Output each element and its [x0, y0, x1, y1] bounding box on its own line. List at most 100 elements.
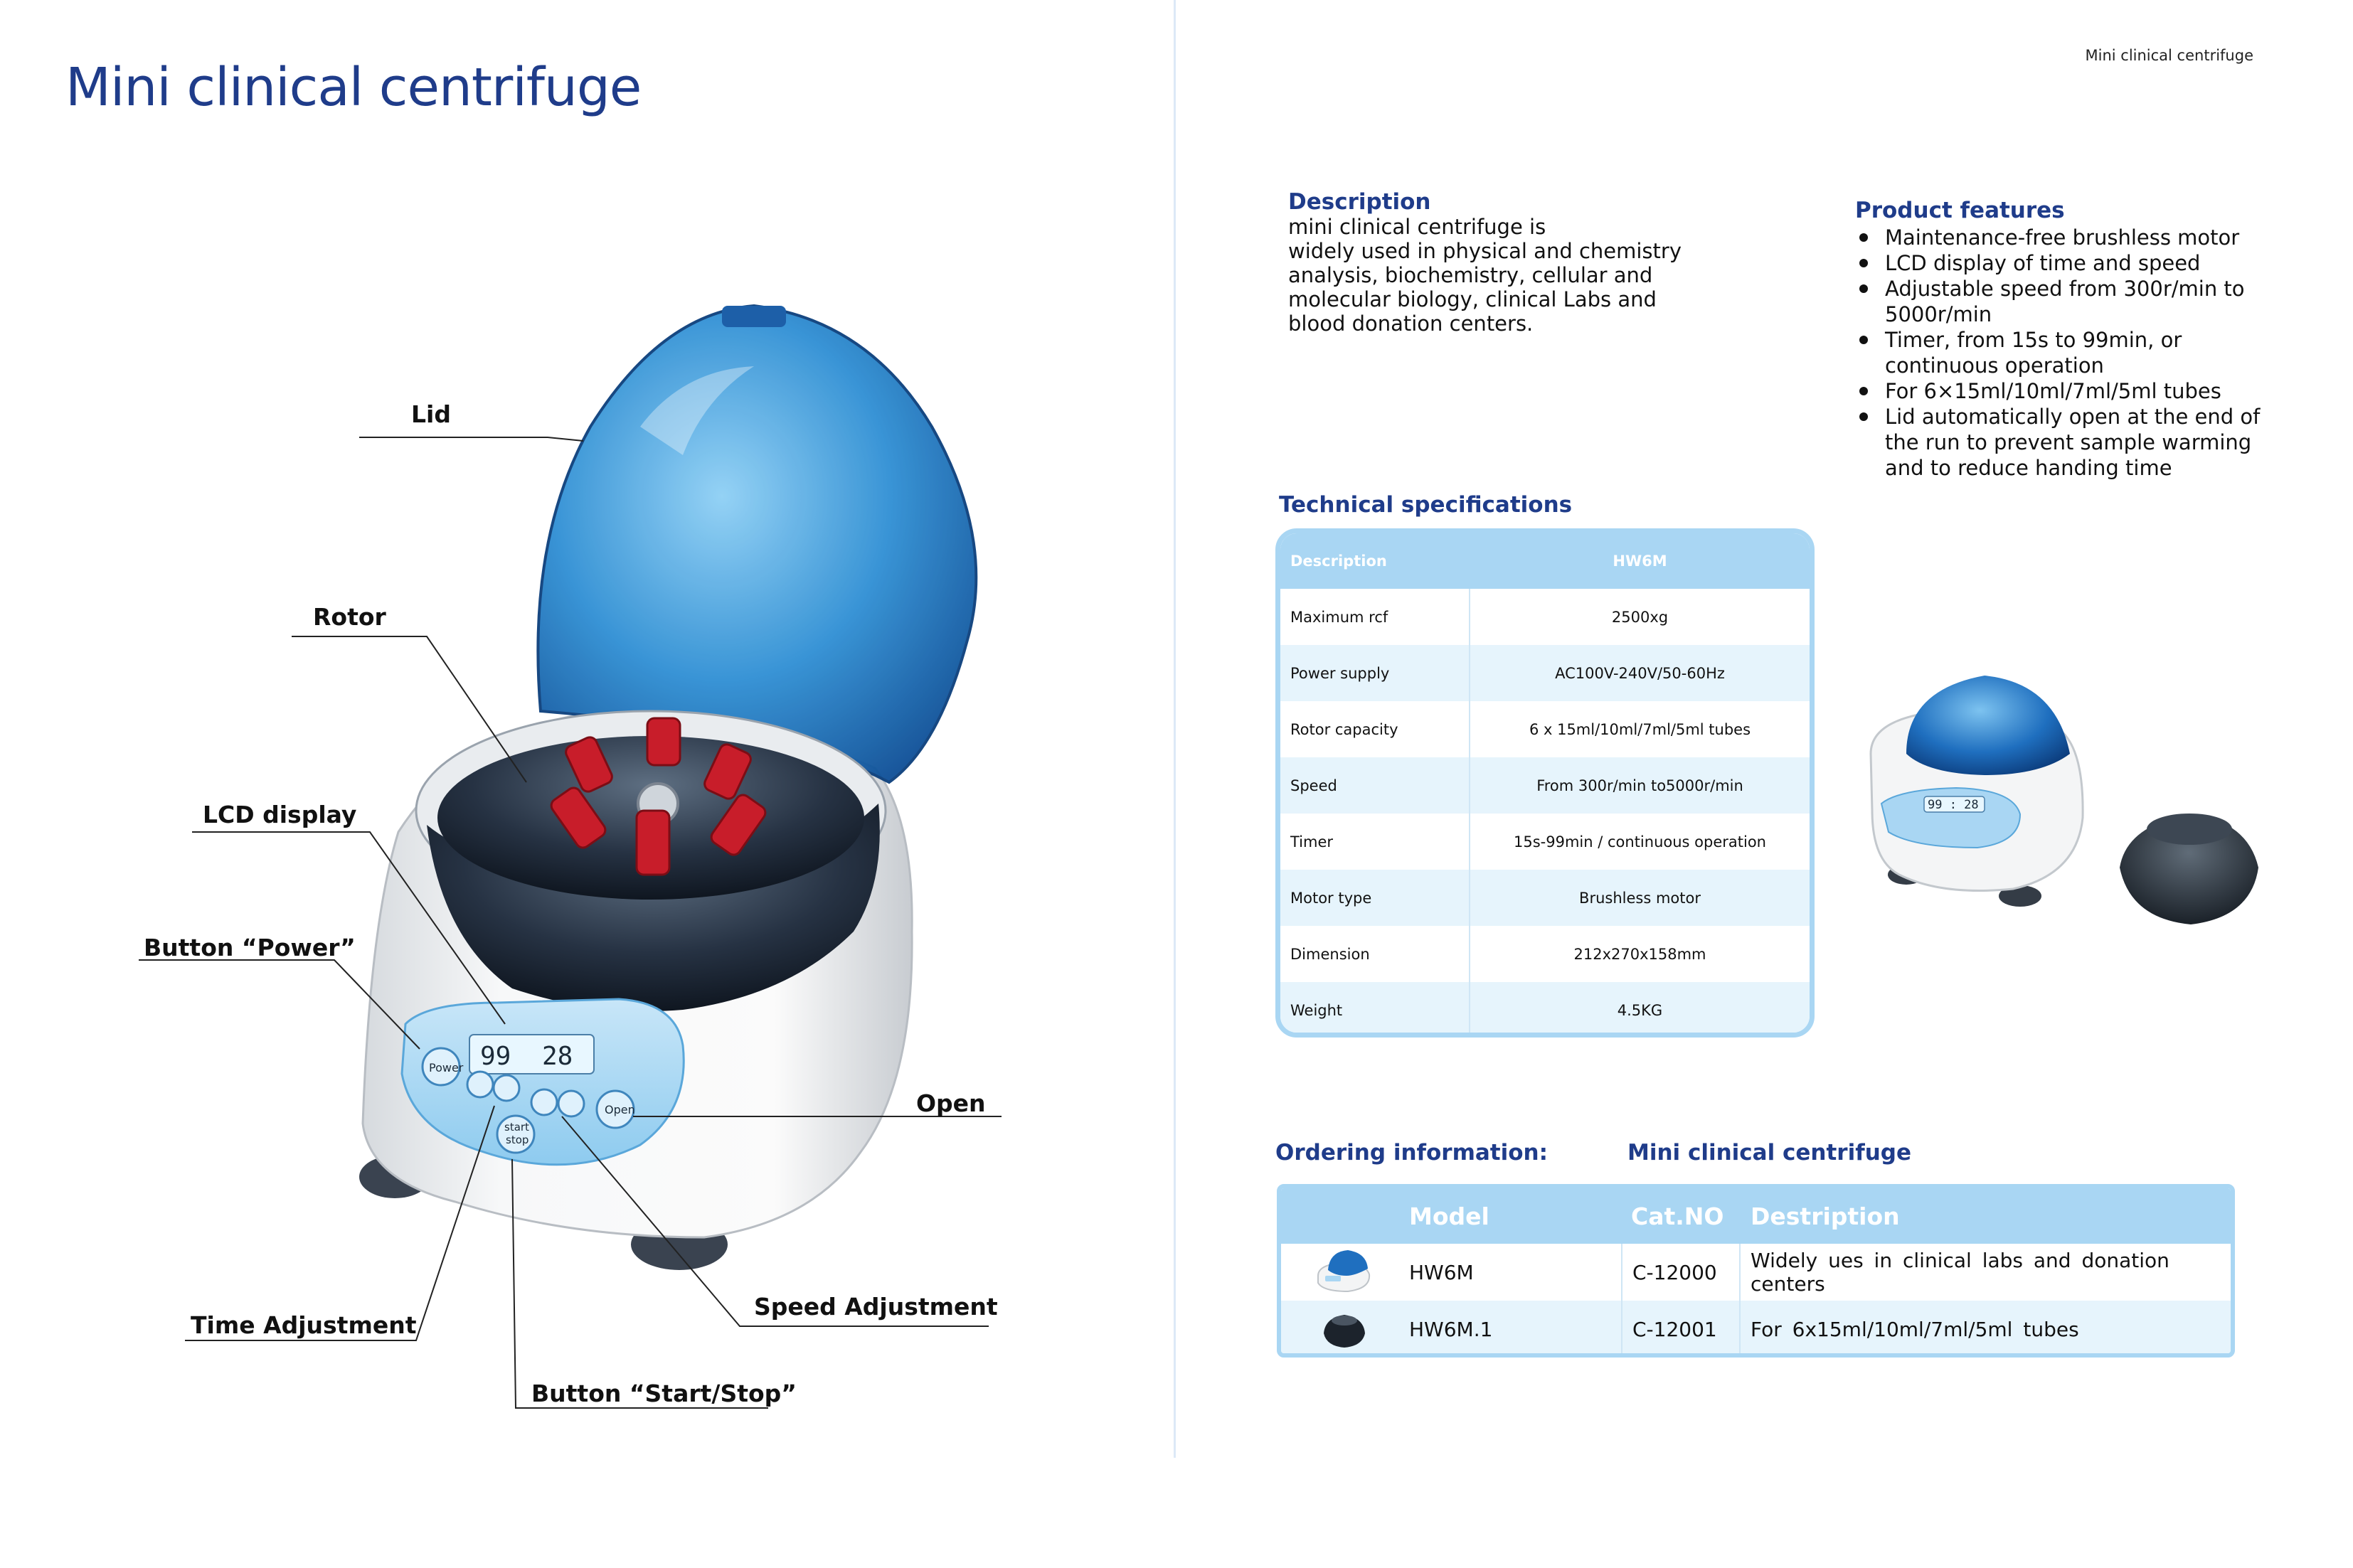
- feature-item: For 6×15ml/10ml/7ml/5ml tubes: [1857, 378, 2283, 404]
- callout-open: Open: [916, 1089, 986, 1117]
- rotor-leader: [292, 636, 527, 783]
- description-line: widely used in physical and chemistry: [1288, 239, 1682, 263]
- photo-lcd-text: 99 : 28: [1928, 798, 1979, 812]
- ordering-header-cat: Cat.NO: [1631, 1202, 1724, 1230]
- running-header: Mini clinical centrifuge: [2085, 47, 2254, 64]
- lcd-speed-text: 28: [542, 1042, 573, 1071]
- ordering-model: HW6M.1: [1409, 1317, 1493, 1341]
- spec-row: Dimension 212x270x158mm: [1280, 926, 1810, 982]
- spec-value: AC100V-240V/50-60Hz: [1555, 664, 1725, 682]
- callout-button-start-stop: Button “Start/Stop”: [531, 1380, 797, 1407]
- description-line: blood donation centers.: [1288, 311, 1534, 336]
- ordering-heading: Ordering information:: [1275, 1140, 1549, 1166]
- power-button-label: Power: [429, 1061, 464, 1074]
- feature-item: Adjustable speed from 300r/min to 5000r/…: [1857, 276, 2283, 327]
- photo-panel: [1880, 786, 2022, 849]
- ordering-cat: C-12000: [1621, 1244, 1741, 1301]
- spec-label: Power supply: [1280, 645, 1470, 701]
- ordering-desc: For 6x15ml/10ml/7ml/5ml tubes: [1751, 1317, 2079, 1341]
- description-heading: Description: [1288, 189, 1431, 215]
- ordering-header-row: Model Cat.NO Destription: [1281, 1188, 2231, 1244]
- lcd-screen: [469, 1034, 595, 1074]
- photo-rotor: [2120, 814, 2258, 924]
- feature-item: Timer, from 15s to 99min, or continuous …: [1857, 327, 2283, 378]
- ordering-row: HW6M.1 C-12001 For 6x15ml/10ml/7ml/5ml t…: [1281, 1301, 2231, 1353]
- spec-row: Speed From 300r/min to5000r/min: [1280, 757, 1810, 814]
- tech-specs-heading: Technical specifications: [1279, 492, 1573, 518]
- ordering-header-desc: Destription: [1751, 1202, 1900, 1230]
- photo-lcd: [1923, 796, 1985, 813]
- feature-item: Maintenance-free brushless motor: [1857, 225, 2283, 250]
- lcd-leader: [192, 831, 506, 1025]
- lid-highlight: [640, 366, 754, 455]
- stop-button-label: stop: [506, 1134, 529, 1146]
- spec-label: Maximum rcf: [1280, 589, 1470, 645]
- centrifuge-illustration: 99 28 Power Open start stop: [139, 304, 1002, 1409]
- power-button-shape: [421, 1047, 461, 1087]
- description-line: mini clinical centrifuge is: [1288, 215, 1546, 239]
- bowl: [427, 804, 880, 1011]
- lid-shape: [536, 304, 978, 784]
- spec-value: From 300r/min to5000r/min: [1536, 777, 1743, 794]
- time-down-button-shape: [466, 1070, 494, 1099]
- spec-row: Rotor capacity 6 x 15ml/10ml/7ml/5ml tube…: [1280, 701, 1810, 757]
- spec-row: Power supply AC100V-240V/50-60Hz: [1280, 645, 1810, 701]
- spec-header-model: HW6M: [1613, 553, 1667, 570]
- time-leader: [185, 1105, 495, 1341]
- spec-header-row: Description HW6M: [1280, 533, 1810, 589]
- lid-leader: [359, 437, 584, 442]
- callout-lcd-display: LCD display: [203, 801, 357, 828]
- spec-value: Brushless motor: [1579, 889, 1701, 907]
- rotor-tubes: [550, 717, 767, 876]
- ordering-model: HW6M: [1409, 1260, 1474, 1284]
- rotor-icon: [1324, 1315, 1365, 1348]
- ordering-desc: Widely ues in clinical labs and donation…: [1751, 1249, 2169, 1296]
- callout-rotor: Rotor: [313, 603, 386, 631]
- callout-lid: Lid: [411, 400, 451, 428]
- spec-row: Maximum rcf 2500xg: [1280, 589, 1810, 645]
- open-button-shape: [595, 1089, 635, 1129]
- feature-item: LCD display of time and speed: [1857, 250, 2283, 276]
- spec-label: Motor type: [1280, 870, 1470, 926]
- ordering-header-model: Model: [1409, 1202, 1489, 1230]
- speed-up-button-shape: [557, 1089, 585, 1118]
- features-heading: Product features: [1855, 198, 2065, 223]
- spec-label: Rotor capacity: [1280, 701, 1470, 757]
- ordering-product-name: Mini clinical centrifuge: [1627, 1140, 1911, 1166]
- spec-value: 6 x 15ml/10ml/7ml/5ml tubes: [1529, 720, 1751, 738]
- page-title: Mini clinical centrifuge: [65, 57, 642, 118]
- start-button-label: start: [504, 1121, 529, 1134]
- lcd-time-text: 99: [480, 1042, 511, 1071]
- spec-header-description: Description: [1290, 553, 1387, 570]
- speed-leader: [561, 1116, 989, 1327]
- lid-tab: [722, 306, 786, 327]
- tech-specs-table: Description HW6M Maximum rcf 2500xg Power…: [1275, 528, 1815, 1038]
- open-button-label: Open: [605, 1103, 635, 1116]
- spec-value: 212x270x158mm: [1573, 945, 1706, 963]
- power-leader: [139, 959, 420, 1050]
- callout-button-power: Button “Power”: [144, 934, 356, 961]
- ordering-row: HW6M C-12000 Widely ues in clinical labs…: [1281, 1244, 2231, 1301]
- spec-value: 15s-99min / continuous operation: [1514, 833, 1766, 850]
- spec-value: 2500xg: [1611, 608, 1669, 626]
- ordering-cat: C-12001: [1621, 1301, 1741, 1353]
- spec-row: Timer 15s-99min / continuous operation: [1280, 814, 1810, 870]
- spec-label: Speed: [1280, 757, 1470, 814]
- page-divider: [1174, 0, 1176, 1458]
- centrifuge-icon: [1317, 1250, 1371, 1293]
- spec-label: Dimension: [1280, 926, 1470, 982]
- start-leader: [511, 1158, 768, 1409]
- time-up-button-shape: [492, 1074, 521, 1102]
- start-stop-button-shape: [496, 1114, 536, 1154]
- description-line: analysis, biochemistry, cellular and: [1288, 263, 1653, 287]
- features-list: Maintenance-free brushless motor LCD dis…: [1857, 225, 2283, 481]
- spec-label: Timer: [1280, 814, 1470, 870]
- product-photo: 99 : 28: [1869, 676, 2258, 924]
- photo-rotor-top: [2147, 814, 2232, 845]
- description-text: mini clinical centrifuge is widely used …: [1288, 215, 1786, 336]
- feature-item: Lid automatically open at the end of the…: [1857, 404, 2283, 481]
- photo-dome: [1906, 676, 2070, 775]
- spec-label: Weight: [1280, 982, 1470, 1033]
- callout-speed-adjustment: Speed Adjustment: [754, 1293, 998, 1321]
